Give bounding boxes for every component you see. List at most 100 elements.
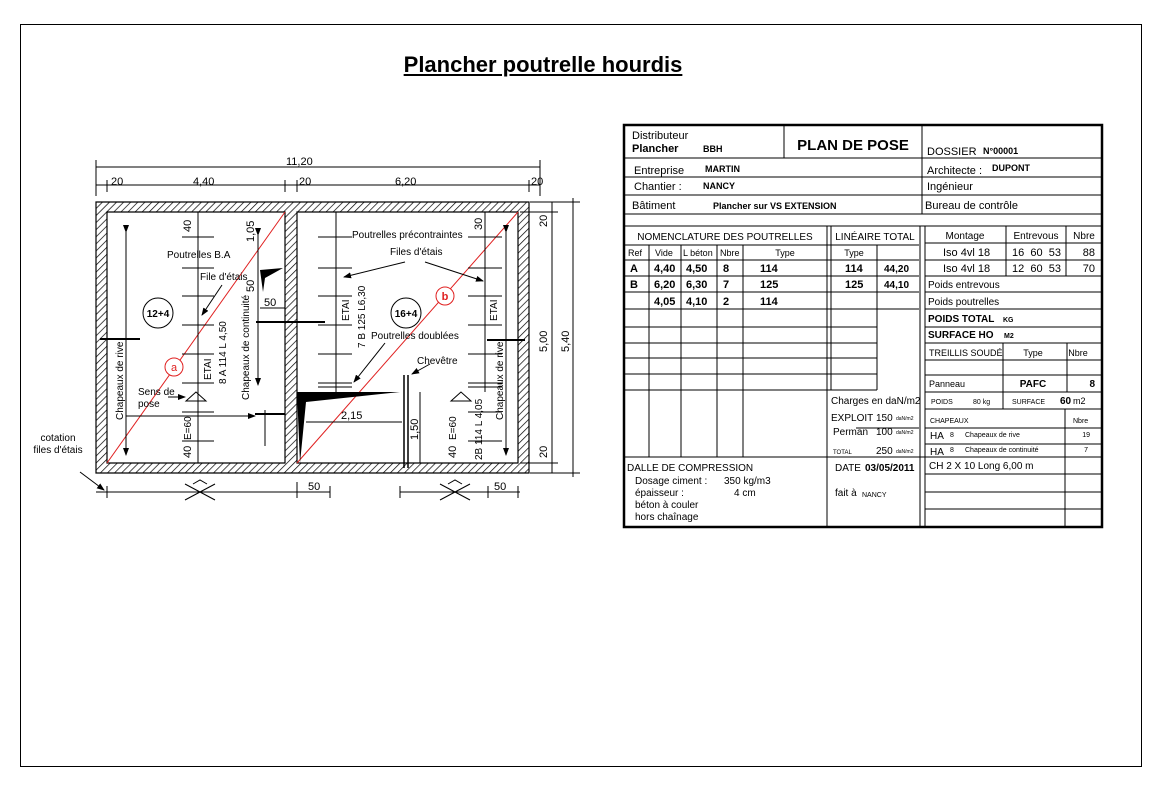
label-slab-a: 12+4 xyxy=(147,309,170,320)
label-plancher: Plancher xyxy=(632,143,679,155)
label-chevetre: Chevêtre xyxy=(417,356,458,367)
label-beton: béton à couler xyxy=(635,500,699,511)
chapeaux-2-dia: 8 xyxy=(950,447,954,454)
montage-nbre-1: 88 xyxy=(1083,247,1095,259)
lineaire-a-total: 44,20 xyxy=(884,264,909,275)
montage-1: Iso 4vl 18 xyxy=(943,247,990,259)
row-b-type: 125 xyxy=(760,279,778,291)
chapeaux-1-label: Chapeaux de rive xyxy=(965,432,1020,439)
lineaire-b-type: 125 xyxy=(845,279,863,291)
dim-w3: 20 xyxy=(531,176,543,188)
etai-wedge-a xyxy=(260,268,283,292)
label-files-etais: Files d'étais xyxy=(390,247,443,258)
label-etai-c: ETAI xyxy=(489,300,500,321)
value-surface: 60 xyxy=(1060,396,1072,407)
value-panneau-nbre: 8 xyxy=(1089,379,1095,390)
label-etai-a: ETAI xyxy=(203,359,214,380)
row-a-vide: 4,40 xyxy=(654,263,675,275)
entrevous-2: 12 60 53 xyxy=(1012,263,1061,275)
dim-w2: 20 xyxy=(299,176,311,188)
value-exploit: 150 xyxy=(876,413,893,424)
col-ref: Ref xyxy=(628,248,643,258)
dim-30: 30 xyxy=(473,218,485,230)
label-panneau: Panneau xyxy=(929,379,965,389)
row-b-lbeton: 6,30 xyxy=(686,279,707,291)
dim-2-15: 2,15 xyxy=(341,410,362,422)
dim-room-b: 6,20 xyxy=(395,176,416,188)
label-ch: CH 2 X 10 Long 6,00 m xyxy=(929,461,1034,472)
label-slab-b: 16+4 xyxy=(395,309,418,320)
label-batiment: Bâtiment xyxy=(632,200,675,212)
label-sens-de: Sens de xyxy=(138,387,175,398)
label-etai-b: ETAI xyxy=(341,300,352,321)
value-perman: 100 xyxy=(876,427,893,438)
label-distributeur: Distributeur xyxy=(632,130,689,142)
dim-40-top: 40 xyxy=(182,220,194,232)
label-e60-a: E=60 xyxy=(183,416,194,440)
diagonal-b xyxy=(296,211,519,464)
col-montage: Montage xyxy=(946,231,985,242)
value-dossier: N°00001 xyxy=(983,146,1018,156)
col-chapeaux-nbre: Nbre xyxy=(1073,418,1088,425)
value-batiment: Plancher sur VS EXTENSION xyxy=(713,201,837,211)
label-poutrelles-ba: Poutrelles B.A xyxy=(167,250,231,261)
value-chantier: NANCY xyxy=(703,181,735,191)
slab-a-circle xyxy=(142,297,174,329)
label-chapeaux-continuite: Chapeaux de continuité xyxy=(241,294,252,400)
label-cotation: cotation xyxy=(40,433,75,444)
unit-surface: m2 xyxy=(1073,396,1086,406)
unit-perman: daN/m2 xyxy=(896,430,914,436)
label-ref-a: 8 A 114 L 4,50 xyxy=(218,321,229,384)
col-entrevous: Entrevous xyxy=(1013,231,1058,242)
montage-nbre-2: 70 xyxy=(1083,263,1095,275)
cross-symbol-a xyxy=(184,479,216,501)
dim-50-horizontal: 50 xyxy=(264,297,276,309)
label-marker-b: b xyxy=(442,291,449,303)
chapeaux-1-ha: HA xyxy=(930,431,944,442)
dim-bottom-b: 50 xyxy=(494,481,506,493)
col-nbre: Nbre xyxy=(720,248,740,258)
col-lbeton: L béton xyxy=(683,248,713,258)
value-dosage: 350 kg/m3 xyxy=(724,476,771,487)
row-b-vide: 6,20 xyxy=(654,279,675,291)
value-date: 03/05/2011 xyxy=(865,463,915,474)
label-epaisseur: épaisseur : xyxy=(635,488,684,499)
montage-2: Iso 4vl 18 xyxy=(943,263,990,275)
page-title: Plancher poutrelle hourdis xyxy=(403,52,683,77)
dim-1-50: 1,50 xyxy=(409,419,421,440)
col-treillis-type: Type xyxy=(1023,348,1043,358)
dim-bottom-a: 50 xyxy=(308,481,320,493)
row-a-nbre: 8 xyxy=(723,263,729,275)
unit-poids-total: KG xyxy=(1003,317,1014,324)
row-c-vide: 4,05 xyxy=(654,296,675,308)
row-a-lbeton: 4,50 xyxy=(686,263,707,275)
marker-a xyxy=(164,357,184,377)
value-total: 250 xyxy=(876,446,893,457)
direction-triangle-a xyxy=(184,391,208,402)
col-type: Type xyxy=(775,248,795,258)
label-exploit: EXPLOIT xyxy=(831,413,873,424)
label-entreprise: Entreprise xyxy=(634,165,684,177)
row-a-ref: A xyxy=(630,263,638,275)
unit-surface-ho: M2 xyxy=(1004,333,1014,340)
chapeaux-2-label: Chapeaux de continuité xyxy=(965,447,1039,454)
label-total: TOTAL xyxy=(833,450,852,456)
page-frame xyxy=(20,24,1142,767)
label-chantier: Chantier : xyxy=(634,181,682,193)
chapeaux-2-nbre: 7 xyxy=(1084,447,1088,454)
value-fait-a: NANCY xyxy=(862,492,887,499)
label-treillis-soude: TREILLIS SOUDÉ xyxy=(929,348,1003,358)
dim-40-right: 40 xyxy=(447,446,459,458)
label-poids-poutrelles: Poids poutrelles xyxy=(928,297,999,308)
walls xyxy=(95,201,530,474)
cross-symbol-b xyxy=(439,479,471,501)
label-ingenieur: Ingénieur xyxy=(927,181,973,193)
row-a-type: 114 xyxy=(760,263,779,275)
col-lineaire-type: Type xyxy=(844,248,864,258)
chapeaux-2-ha: HA xyxy=(930,447,944,458)
dim-total: 11,20 xyxy=(286,156,313,168)
label-dalle-compression: DALLE DE COMPRESSION xyxy=(627,463,753,474)
